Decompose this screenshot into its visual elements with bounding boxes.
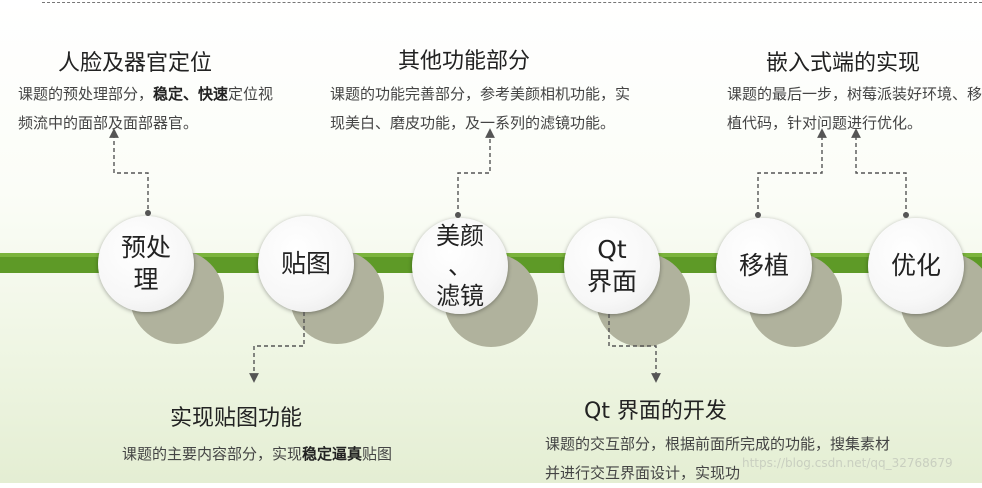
connector-qt xyxy=(608,314,661,383)
card-embedded-title: 嵌入式端的实现 xyxy=(766,51,921,76)
connector-optimize xyxy=(851,128,907,216)
connector-beauty xyxy=(457,128,495,216)
top-dashed-divider xyxy=(42,2,982,3)
card-sticker-desc-pre: 课题的主要内容部分，实现 xyxy=(122,445,303,463)
card-qt-title: Qt 界面的开发 xyxy=(584,399,727,424)
node-optimize[interactable]: 优化 xyxy=(868,218,964,314)
card-embedded-desc: 课题的最后一步，树莓派装好环境、移植代码，针对问题进行优化。 xyxy=(727,85,982,132)
card-other-desc: 课题的功能完善部分，参考美颜相机功能，实现美白、磨皮功能，及一系列的滤镜功能。 xyxy=(330,85,631,132)
node-port[interactable]: 移植 xyxy=(716,218,812,314)
card-other-title: 其他功能部分 xyxy=(398,49,531,74)
connector-port-a xyxy=(757,128,827,216)
node-qt-label: Qt 界面 xyxy=(586,235,637,296)
node-preprocess-label: 预处 理 xyxy=(120,233,171,294)
card-sticker-title: 实现贴图功能 xyxy=(170,406,303,431)
connector-dot xyxy=(755,212,761,218)
card-face-title: 人脸及器官定位 xyxy=(58,51,213,76)
card-sticker-desc: 课题的主要内容部分，实现稳定逼真贴图 xyxy=(122,440,397,469)
connector-dot xyxy=(455,212,461,218)
card-sticker-desc-post: 贴图 xyxy=(362,445,393,463)
card-sticker-desc-bold: 稳定逼真 xyxy=(302,445,363,463)
card-face-desc-pre: 课题的预处理部分， xyxy=(18,85,154,103)
node-preprocess[interactable]: 预处 理 xyxy=(98,216,194,312)
node-sticker-label: 贴图 xyxy=(280,249,331,278)
node-port-label: 移植 xyxy=(738,251,789,280)
card-face-desc-bold: 稳定、快速 xyxy=(153,85,229,103)
watermark-text: https://blog.csdn.net/qq_32768679 xyxy=(742,456,953,470)
node-qt[interactable]: Qt 界面 xyxy=(564,218,660,314)
connector-dot xyxy=(145,210,151,216)
node-sticker[interactable]: 贴图 xyxy=(258,216,354,312)
node-beauty-filter-label: 美颜 、 滤镜 xyxy=(436,222,484,310)
node-optimize-label: 优化 xyxy=(890,251,941,280)
connector-dot xyxy=(903,212,909,218)
card-face-desc-post: 定位视频流中的面部及面部器官。 xyxy=(18,85,274,132)
card-face-desc: 课题的预处理部分，稳定、快速定位视频流中的面部及面部器官。 xyxy=(18,80,288,138)
connector-sticker xyxy=(249,312,305,383)
card-qt-desc: 课题的交互部分，根据前面所完成的功能，搜集素材并进行交互界面设计，实现功 xyxy=(545,435,891,482)
connector-preprocess xyxy=(109,128,149,216)
node-beauty-filter[interactable]: 美颜 、 滤镜 xyxy=(412,218,508,314)
